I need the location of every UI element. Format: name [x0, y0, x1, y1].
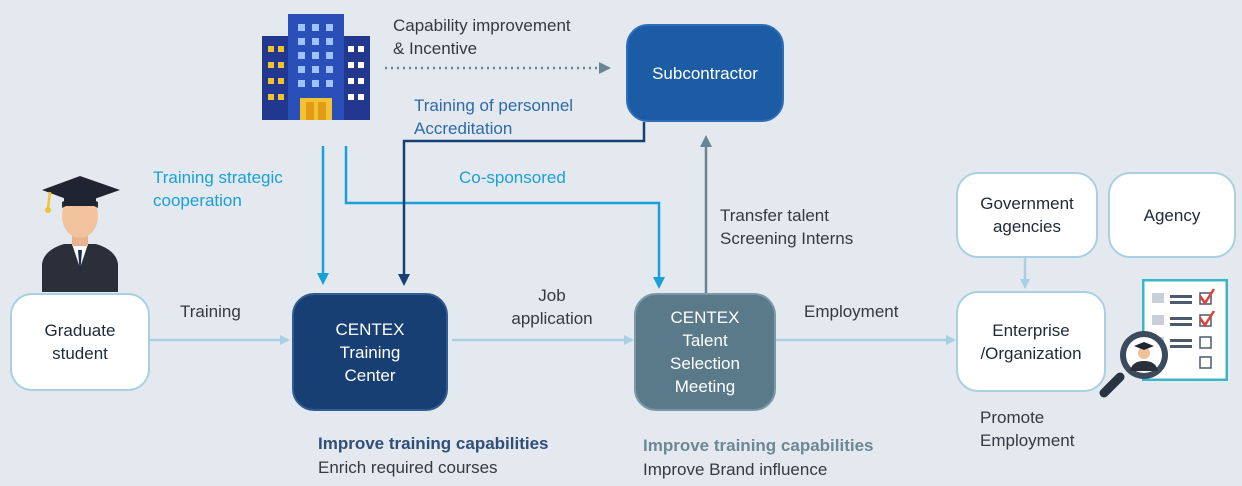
label-job-application: Job application	[511, 286, 593, 328]
node-government-agencies: Government agencies	[956, 172, 1098, 258]
building-icon	[262, 14, 370, 120]
magnifier-graduate-icon	[1099, 331, 1168, 398]
label-training-personnel: Training of personnel Accreditation	[414, 96, 574, 138]
node-agency: Agency	[1108, 172, 1236, 258]
note-tm-sub: Improve Brand influence	[643, 460, 828, 479]
label-training: Training	[180, 302, 241, 321]
label-co-sponsored: Co-sponsored	[459, 168, 566, 187]
node-enterprise: Enterprise /Organization	[956, 291, 1106, 392]
label-strategic: Training strategic cooperation	[153, 168, 283, 210]
node-subcontractor: Subcontractor	[626, 24, 784, 122]
arrow-personnel	[398, 122, 646, 286]
label-employment: Employment	[804, 302, 899, 321]
note-promote: Promote Employment	[980, 408, 1075, 450]
label-capability: Capability improvement & Incentive	[393, 16, 571, 58]
graduate-icon	[42, 176, 120, 292]
note-tm-bold: Improve training capabilities	[643, 436, 874, 455]
note-tc-sub: Enrich required courses	[318, 458, 498, 477]
arrow-co-sponsored	[344, 146, 665, 289]
node-training-center: CENTEX Training Center	[292, 293, 448, 411]
label-transfer: Transfer talent Screening Interns	[720, 206, 854, 248]
node-graduate-student: Graduate student	[10, 293, 150, 391]
node-talent-selection-meeting: CENTEX Talent Selection Meeting	[634, 293, 776, 411]
note-tc-bold: Improve training capabilities	[318, 434, 549, 453]
